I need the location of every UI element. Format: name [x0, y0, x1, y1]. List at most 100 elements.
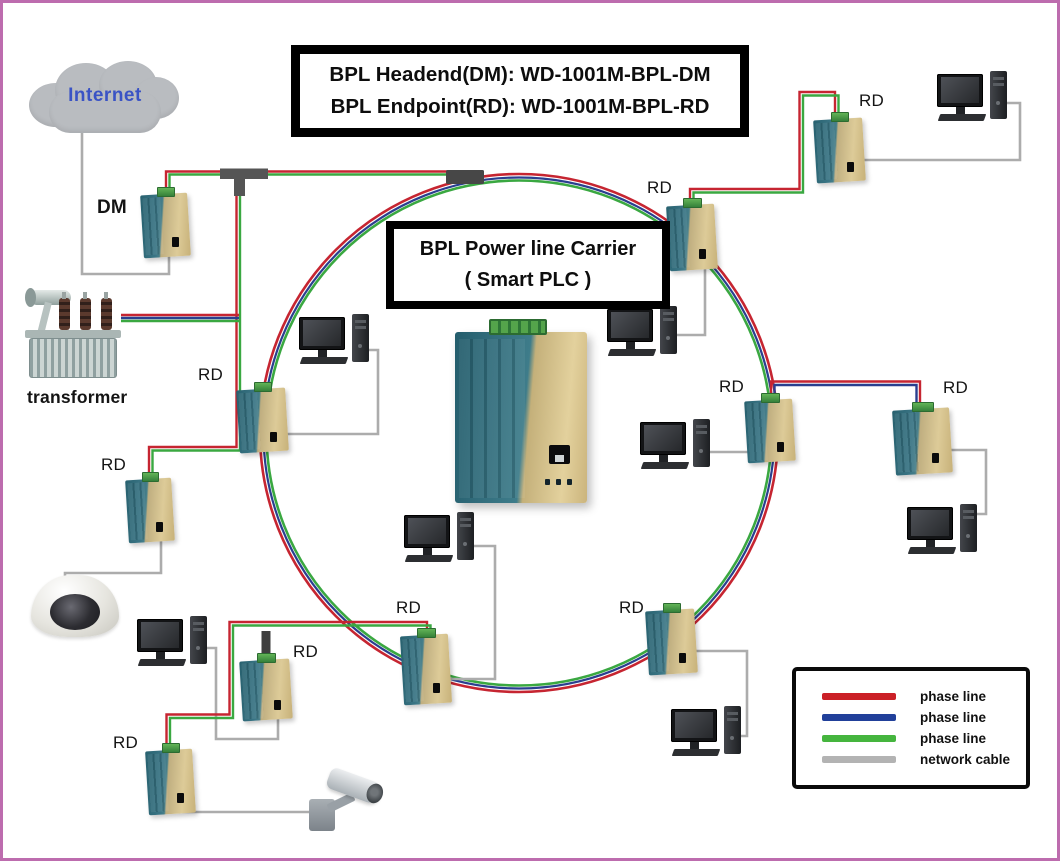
bpl-endpoint-device-bottom-far-left	[145, 743, 196, 816]
terminal-block	[912, 402, 934, 412]
phase-branches	[121, 90, 922, 747]
ethernet-port	[156, 521, 164, 532]
pc-screen	[611, 312, 649, 338]
rd3-drop-connector	[261, 631, 271, 657]
pc-monitor	[907, 507, 953, 540]
header-title-box: BPL Headend(DM): WD-1001M-BPL-DM BPL End…	[291, 45, 749, 137]
bpl-endpoint-device-top-right	[813, 112, 866, 184]
device-casing	[140, 192, 191, 259]
pc-tower	[724, 706, 741, 754]
pc-stand	[659, 455, 668, 462]
terminal-block	[157, 187, 175, 197]
ethernet-port	[698, 249, 706, 260]
rd-label: RD	[619, 598, 644, 617]
terminal-block	[253, 382, 273, 392]
ethernet-port	[172, 236, 180, 247]
pc-base	[607, 349, 657, 356]
rd-label: RD	[859, 91, 884, 110]
ethernet-port	[678, 653, 686, 664]
pc-tower	[660, 306, 677, 354]
pc-base	[671, 749, 721, 756]
pc-screen	[675, 712, 713, 738]
transformer-bushing	[80, 292, 91, 330]
internet-label: Internet	[68, 85, 142, 106]
transformer-bushing	[59, 292, 70, 330]
cable-rd1-pc	[285, 348, 380, 436]
dome-camera-icon	[31, 575, 119, 637]
computer-bottom-left	[137, 616, 209, 674]
legend-label: network cable	[920, 752, 1011, 767]
terminal-block	[162, 743, 180, 753]
device-casing	[666, 203, 718, 272]
ethernet-port	[269, 431, 277, 442]
device-casing	[125, 477, 175, 544]
terminal-block	[141, 472, 160, 482]
device-casing	[145, 748, 196, 816]
t-junction-bar	[220, 168, 268, 179]
pc-base	[299, 357, 349, 364]
terminal-block	[761, 393, 780, 403]
cable-rdfr-pc	[939, 448, 988, 516]
device-casing	[813, 117, 866, 184]
legend-label: phase line	[920, 689, 987, 704]
phase-red-right-pair	[769, 380, 922, 407]
computer-bottom-right	[671, 706, 743, 764]
legend-swatch-gray	[822, 756, 896, 763]
pc-stand	[926, 540, 935, 547]
cable-rd5-pc	[439, 544, 497, 681]
pc-stand	[423, 548, 432, 555]
legend-label: phase line	[920, 731, 987, 746]
legend-swatch-green	[822, 735, 896, 742]
phase-green-top-chain	[692, 94, 840, 203]
pc-tower	[990, 71, 1007, 119]
bpl-endpoint-device-left	[125, 472, 175, 544]
pc-base	[907, 547, 957, 554]
pc-screen	[911, 510, 949, 536]
pc-tower	[693, 419, 710, 467]
device-casing	[239, 658, 293, 722]
rd-label: RD	[943, 378, 968, 397]
computer-bottom-center	[404, 512, 476, 570]
pc-base	[937, 114, 987, 121]
computer-right-mid	[640, 419, 712, 477]
device-casing	[645, 608, 698, 676]
pc-screen	[644, 425, 682, 451]
rj45-port	[548, 445, 570, 465]
ethernet-port	[432, 682, 440, 693]
network-cables	[63, 101, 1022, 814]
bpl-endpoint-device-bottom-left-mid	[239, 653, 293, 722]
bpl-endpoint-device-far-right	[892, 402, 953, 476]
rd-label: RD	[113, 733, 138, 752]
center-line1: BPL Power line Carrier	[419, 237, 637, 260]
pc-stand	[626, 342, 635, 349]
pc-monitor	[640, 422, 686, 455]
t-junction-stub	[234, 178, 245, 196]
phase-blue-right-pair	[773, 383, 918, 407]
device-casing	[892, 407, 953, 476]
transformer-icon	[23, 286, 125, 380]
legend-swatch-blue	[822, 714, 896, 721]
status-leds	[545, 478, 573, 485]
bpl-endpoint-device-left-upper	[236, 382, 289, 454]
cable-rdtm-pc	[675, 253, 707, 337]
rd-label: RD	[101, 455, 126, 474]
pc-monitor	[404, 515, 450, 548]
transformer-radiator	[29, 338, 117, 378]
pc-monitor	[137, 619, 183, 652]
transformer-conservator-end	[25, 288, 36, 307]
phase-red-bottom-chain	[165, 620, 429, 747]
computer-top-mid	[607, 306, 679, 364]
ethernet-port	[177, 793, 185, 804]
pc-base	[137, 659, 187, 666]
pc-base	[640, 462, 690, 469]
transformer-label: transformer	[27, 387, 128, 407]
device-casing	[236, 387, 289, 454]
computer-left-of-center	[299, 314, 371, 372]
legend-label: phase line	[920, 710, 987, 725]
bpl-endpoint-device-top-mid	[666, 198, 718, 272]
pc-monitor	[299, 317, 345, 350]
bpl-endpoint-device-bottom-right	[645, 603, 698, 676]
device-casing	[744, 398, 796, 464]
rd-label: RD	[719, 377, 744, 396]
